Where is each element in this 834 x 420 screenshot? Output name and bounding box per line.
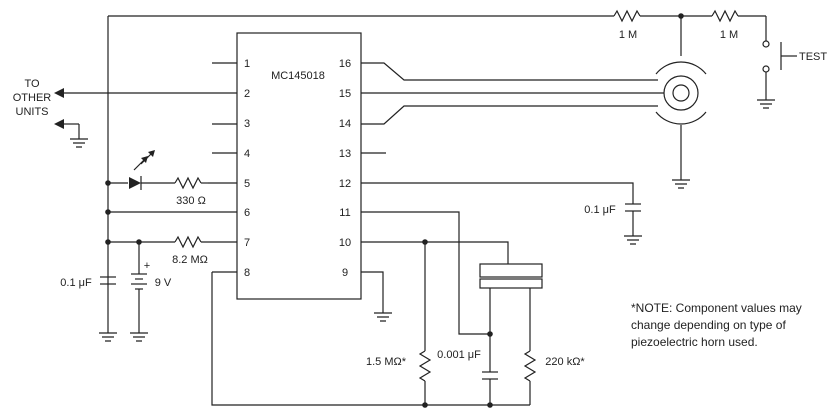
ic-body	[236, 32, 362, 300]
horn-inner-ring	[672, 84, 690, 102]
ic-name: MC145018	[271, 70, 325, 82]
resistor-8-2m-label: 8.2 MΩ	[172, 254, 208, 266]
pin-label: 10	[339, 237, 351, 249]
battery-9v-label: 9 V	[155, 277, 172, 289]
units-label: UNITS	[16, 106, 49, 118]
ground-symbol	[757, 99, 775, 109]
pin-label: 14	[339, 118, 351, 130]
piezo-element-top	[479, 263, 543, 278]
ground-symbol	[374, 312, 392, 322]
arrow-left-icon	[54, 88, 64, 98]
junction-dot	[487, 331, 493, 337]
pin-label: 1	[244, 58, 250, 70]
resistor-8-2m	[174, 235, 202, 249]
pin9-ground	[361, 271, 392, 322]
ground-symbol	[70, 138, 88, 148]
horn-top-arc	[655, 61, 707, 75]
pin-label: 9	[342, 267, 348, 279]
pin-label: 13	[339, 148, 351, 160]
ic-mc145018: MC145018	[236, 32, 362, 300]
resistor-330-label: 330 Ω	[176, 195, 206, 207]
pin-label: 6	[244, 207, 250, 219]
note-line-3: piezoelectric horn used.	[631, 335, 758, 349]
junction-dot	[105, 239, 111, 245]
to-label: TO	[24, 78, 40, 90]
note-line-2: change depending on type of	[631, 318, 786, 332]
junction-dot	[105, 209, 111, 215]
pin-label: 5	[244, 178, 250, 190]
test-switch: TEST	[757, 16, 827, 109]
pin8-bottom-return	[211, 272, 530, 406]
component-note: *NOTE: Component values may change depen…	[631, 301, 802, 349]
ground-symbol	[624, 235, 642, 245]
pin-label: 12	[339, 178, 351, 190]
horn-outer-ring	[663, 75, 699, 111]
note-line-1: *NOTE: Component values may	[631, 301, 802, 315]
horn-bottom-arc	[655, 111, 707, 125]
resistor-1-5m-label: 1.5 MΩ*	[366, 356, 407, 368]
pin-label: 2	[244, 88, 250, 100]
pin-label: 11	[339, 207, 350, 219]
resistor-220k	[523, 350, 537, 382]
resistor-1-5m	[418, 350, 432, 382]
resistor-330	[174, 176, 202, 190]
ic-left-pin-stubs	[208, 62, 237, 273]
pin-label: 15	[339, 88, 351, 100]
battery-plus-label: +	[144, 260, 150, 272]
capacitor-0-1uf-right: 0.1 μF	[361, 182, 642, 245]
other-units-connection: TO OTHER UNITS	[13, 78, 237, 148]
other-label: OTHER	[13, 92, 52, 104]
capacitor-0-1uf-left: 0.1 μF	[60, 276, 117, 342]
arrow-left-icon	[54, 119, 64, 129]
ic-left-pin-numbers: 1 2 3 4 5 6 7 8	[244, 58, 250, 279]
ic-right-pin-numbers: 16 15 14 13 12 11 10 9	[339, 58, 351, 279]
pin-label: 3	[244, 118, 250, 130]
pin-label: 8	[244, 267, 250, 279]
led-branch: 330 Ω	[105, 150, 208, 207]
piezo-horn	[655, 16, 707, 189]
top-rail: 1 M 1 M	[107, 9, 766, 333]
resistor-1m-right	[711, 9, 739, 23]
pin-label: 4	[244, 148, 250, 160]
resistor-220k-label: 220 kΩ*	[545, 356, 585, 368]
ground-symbol	[130, 332, 148, 342]
junction-dot	[105, 180, 111, 186]
timing-network: 1.5 MΩ* 0.001 μF 220 kΩ*	[361, 211, 585, 408]
piezo-element-bottom	[479, 278, 543, 289]
capacitor-0-1uf-right-label: 0.1 μF	[584, 204, 616, 216]
capacitor-0-1uf-left-label: 0.1 μF	[60, 277, 92, 289]
resistor-1m-left	[613, 9, 641, 23]
test-label: TEST	[799, 51, 827, 63]
ground-symbol	[99, 332, 117, 342]
horn-connections	[361, 62, 664, 125]
resistor-1m-right-label: 1 M	[720, 29, 738, 41]
pin7-branch: 8.2 MΩ	[105, 235, 237, 266]
pin-label: 16	[339, 58, 351, 70]
led-icon	[129, 177, 141, 189]
ground-symbol	[672, 179, 690, 189]
pin-label: 7	[244, 237, 250, 249]
resistor-1m-left-label: 1 M	[619, 29, 637, 41]
battery-9v: + 9 V	[130, 242, 172, 342]
pin6-branch	[105, 209, 237, 215]
capacitor-0-001uf-label: 0.001 μF	[437, 349, 481, 361]
